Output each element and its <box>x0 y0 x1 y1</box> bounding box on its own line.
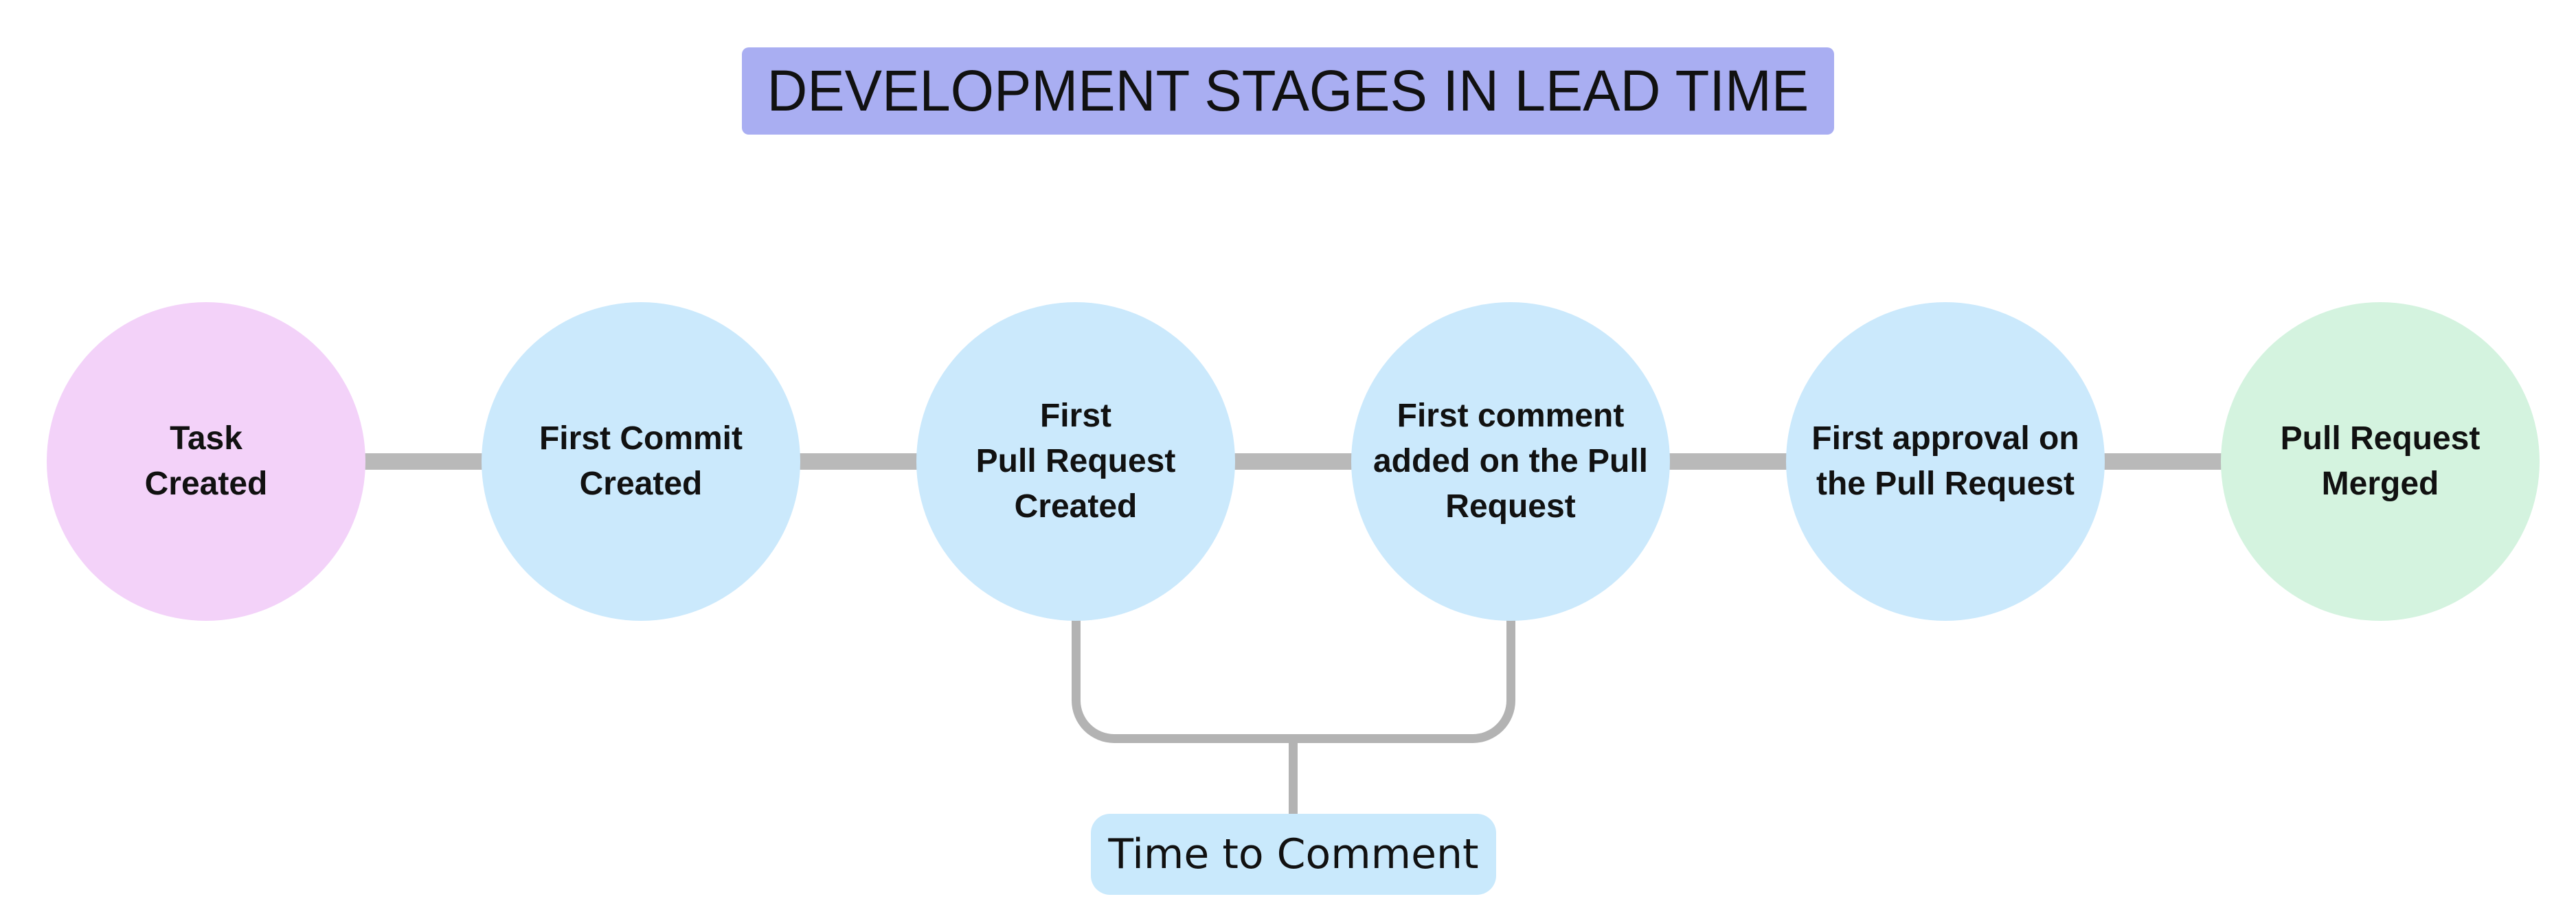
stage-first-approval-label: First approval on the Pull Request <box>1811 420 2079 502</box>
stage-first-commit-created: First Commit Created <box>482 302 800 621</box>
diagram-title-box: DEVELOPMENT STAGES IN LEAD TIME <box>742 47 1834 135</box>
stage-first-pull-request-created-label: First Pull Request Created <box>975 397 1176 525</box>
stage-pull-request-merged: Pull Request Merged <box>2221 302 2540 621</box>
stage-task-created-label: Task Created <box>144 420 268 502</box>
time-to-comment-label: Time to Comment <box>1108 830 1479 878</box>
stage-first-pull-request-created: First Pull Request Created <box>916 302 1235 621</box>
stage-task-created: Task Created <box>47 302 365 621</box>
time-to-comment-label-box: Time to Comment <box>1091 814 1496 895</box>
stage-first-comment-added-label: First comment added on the Pull Request <box>1372 397 1648 525</box>
time-to-comment-bracket-stem <box>1289 743 1298 814</box>
stage-first-commit-created-label: First Commit Created <box>539 420 743 502</box>
stage-first-comment-added: First comment added on the Pull Request <box>1351 302 1670 621</box>
diagram-title: DEVELOPMENT STAGES IN LEAD TIME <box>767 58 1809 123</box>
stage-first-approval: First approval on the Pull Request <box>1786 302 2105 621</box>
stage-pull-request-merged-label: Pull Request Merged <box>2280 420 2481 502</box>
time-to-comment-bracket <box>1072 619 1515 743</box>
